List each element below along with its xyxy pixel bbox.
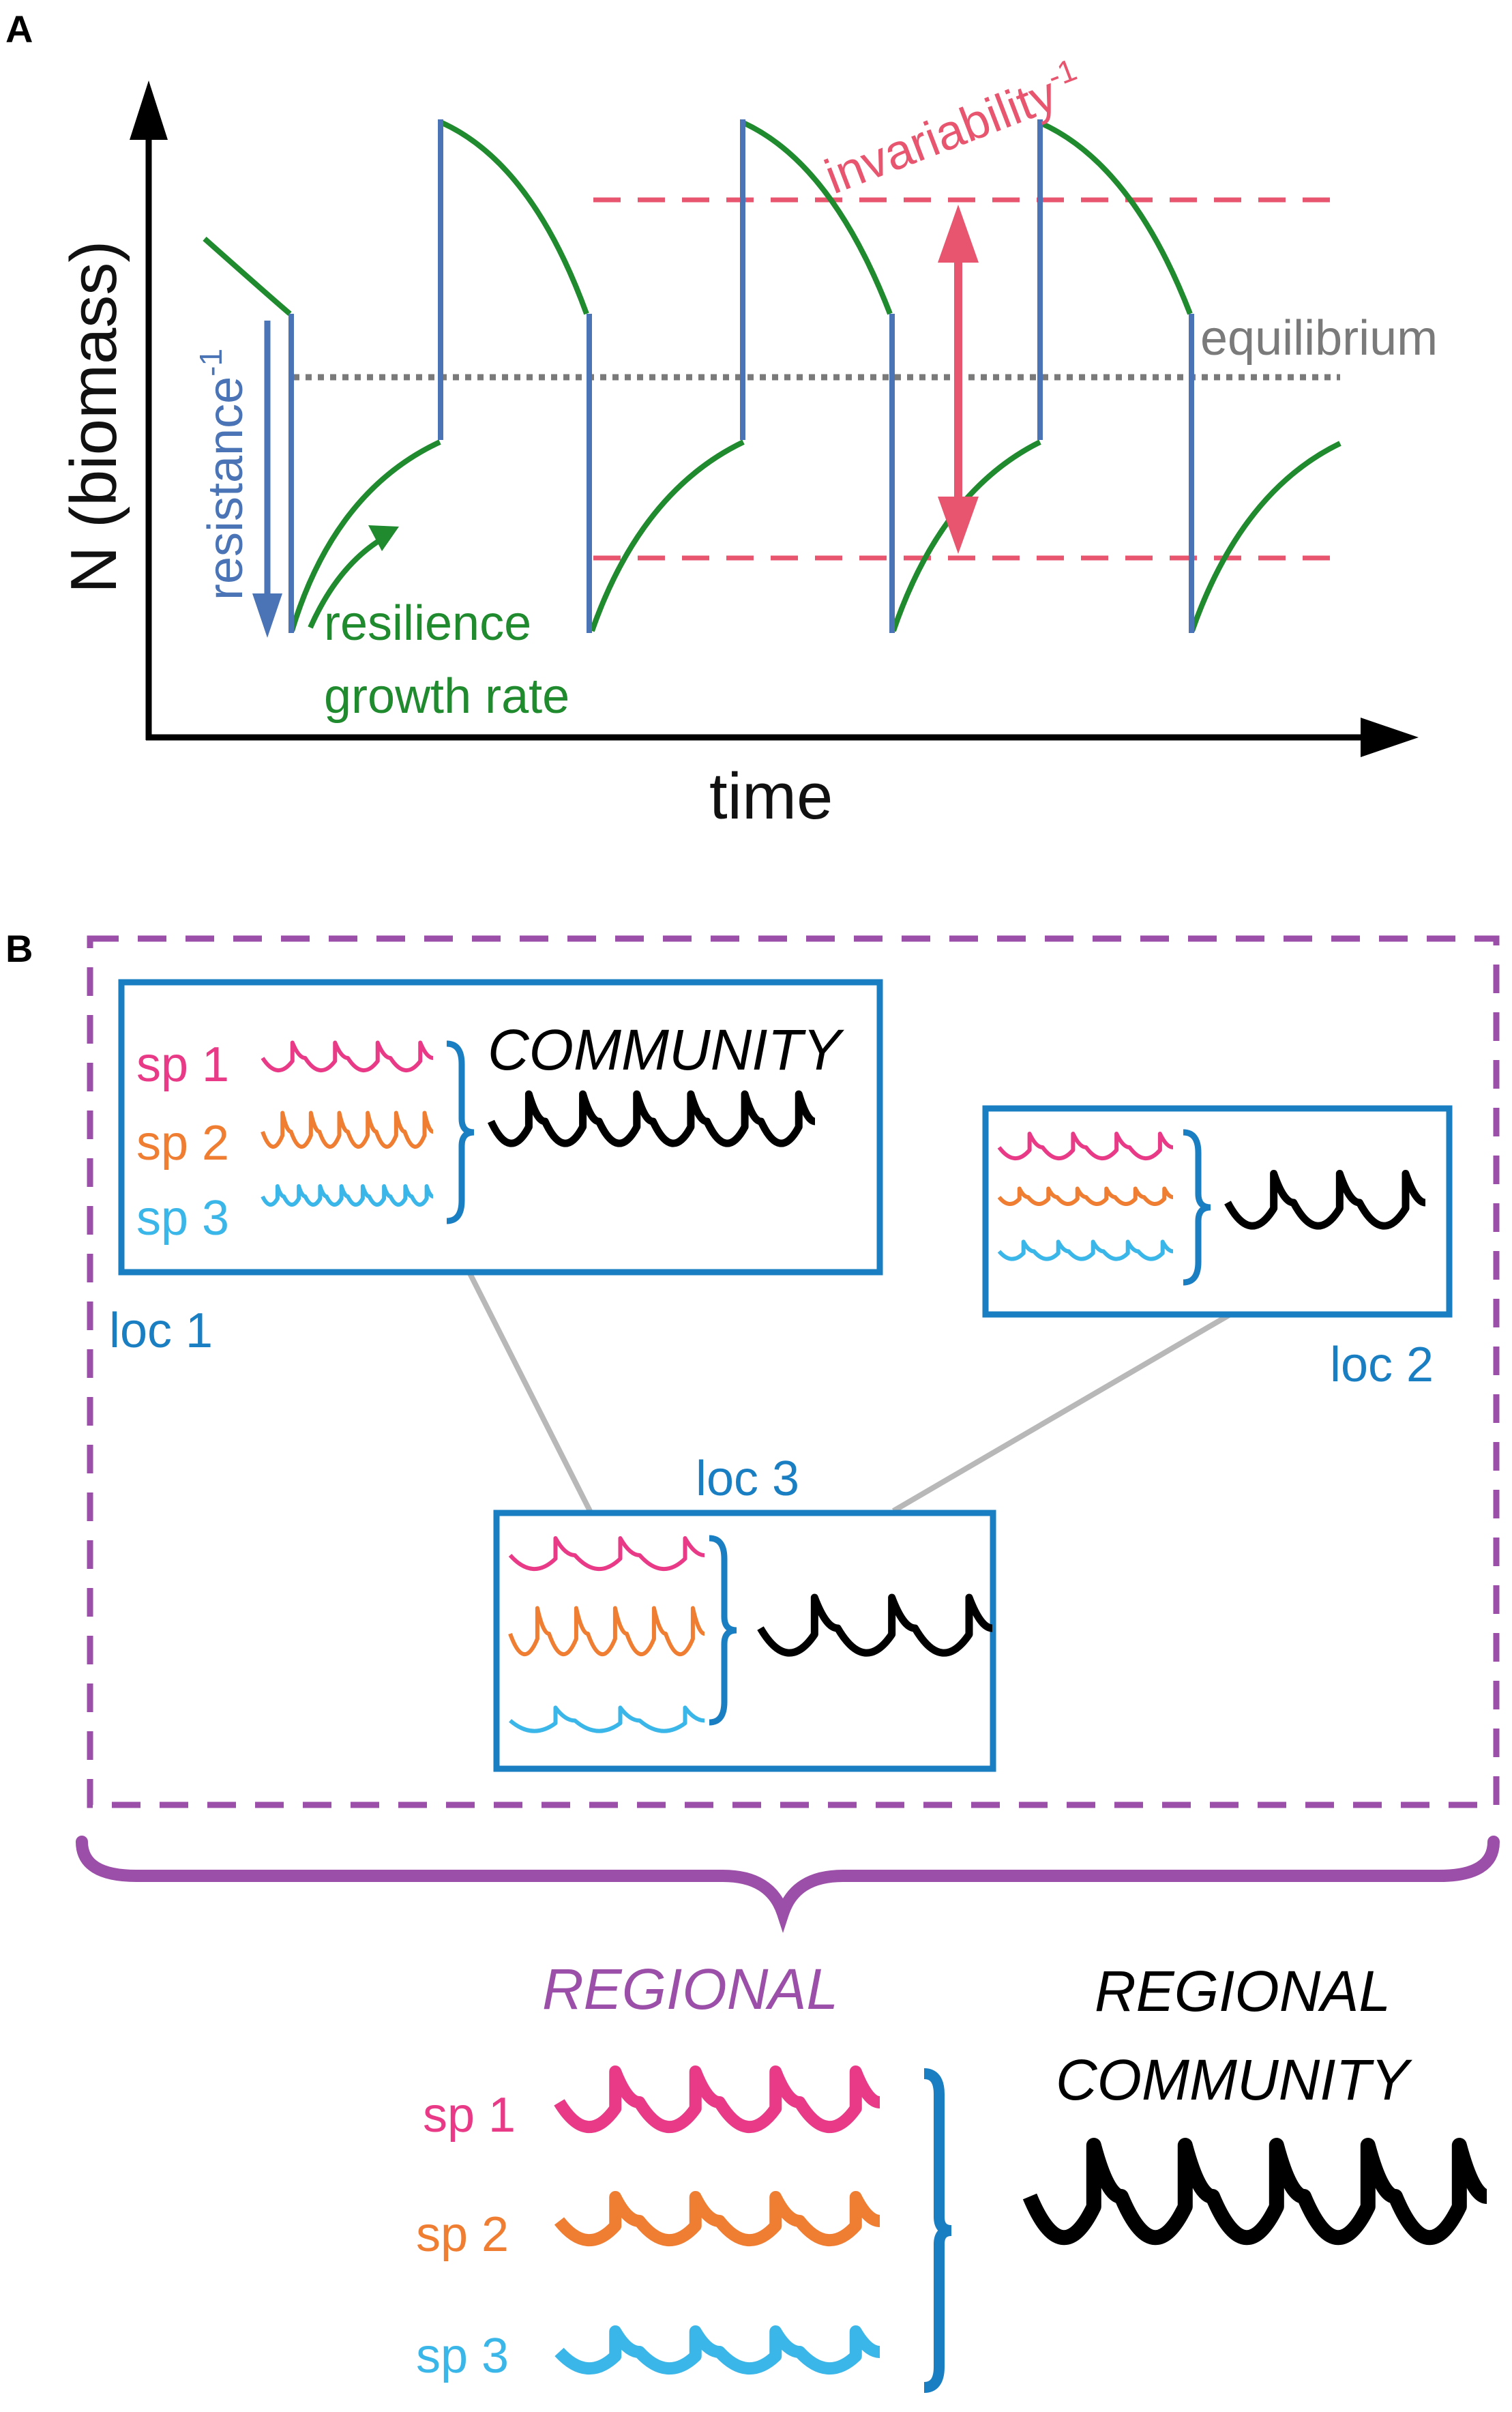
- loc3-community-series: [757, 1593, 993, 1657]
- resilience-label: resilience: [324, 596, 531, 651]
- series-line: [508, 1606, 705, 1656]
- loc2-sp3-series: [997, 1239, 1174, 1261]
- loc2-sp2-series: [997, 1186, 1174, 1206]
- series-line: [488, 1090, 816, 1147]
- brace-path: [709, 1535, 737, 1726]
- y-axis-label: N (biomass): [57, 241, 130, 593]
- regional-sp3-label: sp 3: [416, 2329, 509, 2383]
- loc1-sp2-series: [261, 1111, 434, 1149]
- loc1-sp3-label: sp 3: [136, 1191, 229, 1246]
- series-line: [554, 2191, 881, 2247]
- growth-segment-3: [891, 439, 1041, 632]
- loc3-sp1-series: [508, 1536, 705, 1571]
- connection-loc1-loc3: [466, 1271, 593, 1512]
- brace-path: [923, 2068, 952, 2393]
- loc2-community-series: [1224, 1170, 1426, 1230]
- brace-path: [1183, 1129, 1211, 1286]
- x-axis-arrowhead: [1361, 718, 1419, 757]
- loc2-sp1-series: [997, 1132, 1174, 1160]
- regional-sp2-label: sp 2: [416, 2207, 509, 2262]
- growth-segment-2: [589, 439, 745, 632]
- disturbance-drops: [288, 119, 1194, 633]
- biomass-recovery-curves: [203, 120, 1341, 632]
- loc3-sp3-series: [509, 1705, 705, 1733]
- panel-b: B sp 1 sp 2 sp 3 COMMUNITY loc 1: [5, 927, 1500, 2393]
- invariability-arrowhead-top: [938, 205, 979, 263]
- panel-a: A N (biomass) time equilibrium: [5, 8, 1438, 833]
- invariability-arrowhead-bottom: [938, 497, 979, 554]
- region-boundary: [87, 935, 1500, 1808]
- series-line: [997, 1239, 1174, 1261]
- loc2-box: [982, 1105, 1453, 1318]
- series-line: [261, 1111, 434, 1149]
- loc3-brace: [709, 1535, 737, 1726]
- loc1-sp1-label: sp 1: [136, 1038, 229, 1092]
- series-line: [997, 1186, 1174, 1206]
- loc3-sp2-series: [508, 1606, 705, 1656]
- regional-sp1-label: sp 1: [423, 2088, 516, 2143]
- connection-loc2-loc3: [891, 1312, 1231, 1514]
- series-line: [757, 1593, 993, 1657]
- growth-segment-4: [1189, 441, 1341, 632]
- location-2: [982, 1105, 1453, 1318]
- loc1-box: [118, 979, 883, 1276]
- series-line: [997, 1132, 1174, 1160]
- loc1-label: loc 1: [109, 1304, 213, 1358]
- growth-segment-1: [289, 439, 441, 632]
- decay-segment-3: [742, 120, 893, 315]
- regional-brace: [76, 1836, 1500, 1933]
- resistance-label-group: resistance-1: [193, 349, 253, 600]
- loc3-box: [493, 1510, 996, 1772]
- panel-b-letter: B: [5, 927, 33, 970]
- loc3-label: loc 3: [696, 1452, 799, 1506]
- location-1: sp 1 sp 2 sp 3 COMMUNITY: [118, 979, 883, 1276]
- community-label: COMMUNITY: [488, 1018, 845, 1082]
- resilience-arrow-shaft: [308, 536, 384, 629]
- growth-rate-label: growth rate: [324, 669, 569, 724]
- series-line: [508, 1536, 705, 1571]
- series-line: [261, 1184, 434, 1207]
- loc1-community-series: [488, 1090, 816, 1147]
- loc2-brace: [1183, 1129, 1211, 1286]
- resistance-label: resistance-1: [193, 349, 253, 600]
- equilibrium-label: equilibrium: [1200, 311, 1438, 366]
- series-line: [554, 2065, 881, 2133]
- y-axis-arrowhead: [130, 80, 168, 140]
- loc1-sp1-series: [261, 1040, 434, 1073]
- loc1-brace: [446, 1040, 475, 1224]
- x-axis-label: time: [709, 760, 833, 833]
- series-line: [509, 1705, 705, 1733]
- decay-segment-1: [203, 237, 292, 317]
- location-3: [493, 1510, 996, 1772]
- series-line: [261, 1040, 434, 1073]
- regional-community-line1: REGIONAL: [1095, 1959, 1391, 2023]
- series-line: [1224, 1170, 1426, 1230]
- loc2-label: loc 2: [1330, 1338, 1434, 1392]
- series-line: [1022, 2138, 1488, 2246]
- resistance-arrowhead: [252, 593, 282, 638]
- decay-segment-4: [1039, 120, 1193, 315]
- resilience-arrowhead: [368, 525, 399, 551]
- decay-segment-2: [441, 120, 589, 315]
- series-line: [554, 2325, 880, 2375]
- regional-community-line2: COMMUNITY: [1056, 2048, 1413, 2112]
- loc1-sp2-label: sp 2: [136, 1116, 229, 1171]
- regional-label: REGIONAL: [542, 1957, 838, 2021]
- panel-a-letter: A: [5, 8, 33, 50]
- brace-path: [446, 1040, 475, 1224]
- regional-series-group: [554, 2065, 1488, 2393]
- loc1-sp3-series: [261, 1184, 434, 1207]
